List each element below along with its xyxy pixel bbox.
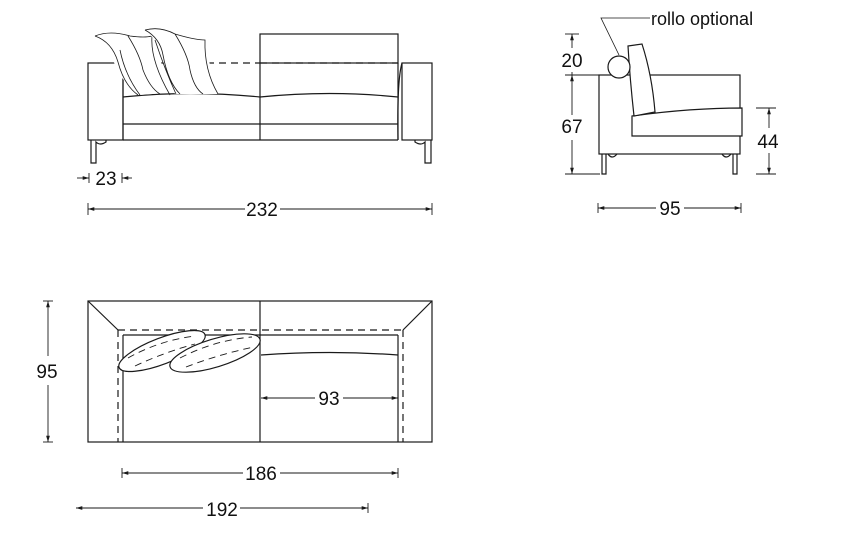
inner-width-label: 186 <box>245 464 277 485</box>
rollo-label: rollo optional <box>651 9 753 29</box>
plan-back-cushion <box>260 351 399 356</box>
pillow-2 <box>144 28 219 95</box>
left-arm <box>87 62 124 141</box>
back-cushion <box>259 33 399 64</box>
side-back-cushion <box>627 43 656 117</box>
plan-depth-label: 95 <box>36 362 57 383</box>
side-seat-cushion <box>631 107 743 137</box>
left-leg <box>90 140 107 164</box>
right-leg <box>414 140 432 164</box>
plan-pillow-1 <box>118 329 206 373</box>
rollo-height-label: 20 <box>561 51 582 72</box>
side-depth-label: 95 <box>659 199 680 220</box>
arm-width-label: 23 <box>95 169 116 190</box>
back-height-label: 67 <box>561 117 582 138</box>
plan-view: 95 93 186 192 <box>36 300 433 521</box>
seat-height-label: 44 <box>757 132 779 153</box>
seat-width-label: 93 <box>318 389 339 410</box>
rollo-leader <box>600 17 650 56</box>
plan-width-label: 192 <box>206 500 238 521</box>
front-view: 23 232 <box>77 28 433 221</box>
rollo-cushion <box>607 55 631 79</box>
side-view: rollo optional 20 67 44 95 <box>561 9 779 220</box>
plan-pillow-2 <box>169 333 261 373</box>
side-legs <box>601 153 738 175</box>
right-arm <box>401 62 433 141</box>
front-width-label: 232 <box>246 200 278 221</box>
pillow-1 <box>94 32 171 96</box>
